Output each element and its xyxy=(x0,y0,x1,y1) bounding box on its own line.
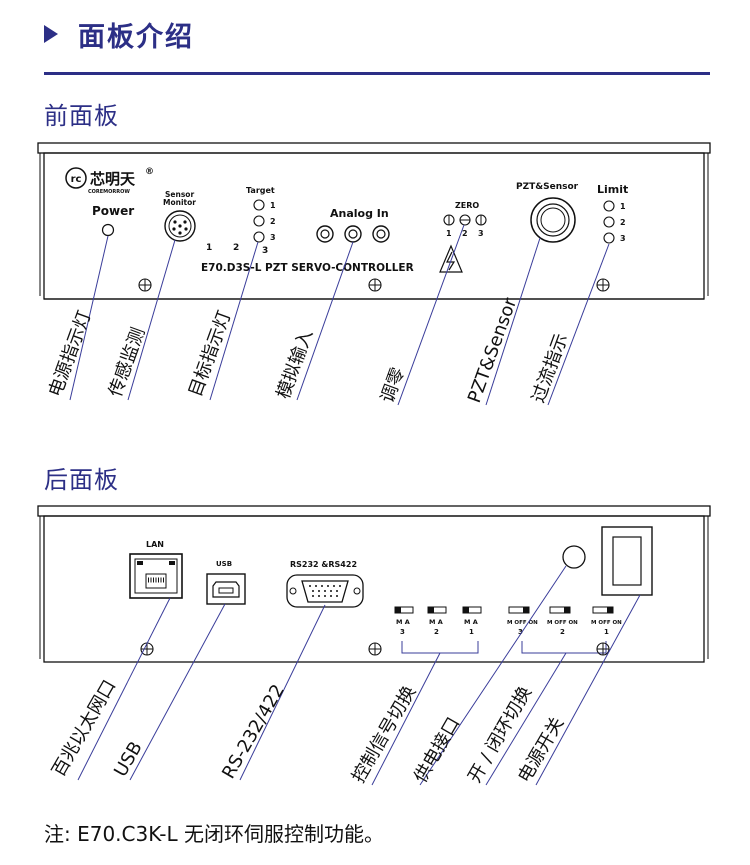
front-screws xyxy=(138,278,610,292)
logo-name: 芯明天 xyxy=(90,170,136,188)
reg-mark: ® xyxy=(145,167,154,177)
callout-power-led: 电源指示灯 xyxy=(45,308,96,400)
zero-num-3: 3 xyxy=(478,229,484,238)
model-label: E70.D3S-L PZT SERVO-CONTROLLER xyxy=(201,262,414,274)
front-panel-title: 前面板 xyxy=(44,102,119,130)
callout-power-in: 供电接口 xyxy=(410,714,464,787)
limit-label: Limit xyxy=(597,183,628,196)
rs232-port xyxy=(286,574,364,608)
limit-led-2 xyxy=(603,216,615,228)
limit-num-1: 1 xyxy=(620,202,626,211)
callout-analog-in: 模拟输入 xyxy=(273,327,317,402)
front-callout-lines xyxy=(69,224,610,406)
ma-switches xyxy=(394,606,482,614)
offon-label-3: M OFF ON xyxy=(507,620,538,626)
callout-zero: 调零 xyxy=(377,365,409,406)
warning-triangle-icon xyxy=(439,244,463,273)
sensor-label-2: Monitor xyxy=(163,198,196,207)
bottom-num-3: 3 xyxy=(262,246,268,256)
triangle-bullet-icon xyxy=(44,25,58,43)
offon-label-2: M OFF ON xyxy=(547,620,578,626)
front-panel: rc 芯明天 ® COREMORROW Power Sensor Monitor… xyxy=(37,142,711,300)
section-title: 面板介绍 xyxy=(78,21,194,53)
ma-bracket xyxy=(401,641,479,654)
offon-switches xyxy=(508,606,614,614)
zero-num-2: 2 xyxy=(462,229,468,238)
power-connector xyxy=(562,545,586,569)
ma-num-2: 2 xyxy=(434,628,439,636)
zero-num-1: 1 xyxy=(446,229,452,238)
target-led-1 xyxy=(253,199,265,211)
power-switch xyxy=(601,526,653,596)
ma-num-3: 3 xyxy=(400,628,405,636)
zero-pots xyxy=(443,214,487,226)
callout-rs: RS-232/422 xyxy=(218,681,289,783)
rs-label: RS232 &RS422 xyxy=(290,560,357,569)
lan-label: LAN xyxy=(146,540,164,549)
target-led-3 xyxy=(253,231,265,243)
bottom-num-2: 2 xyxy=(233,243,239,253)
pzt-sensor-label: PZT&Sensor xyxy=(516,182,579,192)
ma-label-2: M A xyxy=(429,618,443,626)
ma-label-1: M A xyxy=(464,618,478,626)
logo-sub: COREMORROW xyxy=(88,189,130,195)
power-led xyxy=(101,223,115,237)
target-num-1: 1 xyxy=(270,201,276,210)
bottom-num-1: 1 xyxy=(206,243,212,253)
target-num-2: 2 xyxy=(270,217,276,226)
callout-target-led: 目标指示灯 xyxy=(185,308,236,400)
section-header: 面板介绍 xyxy=(44,14,194,54)
brand-logo: rc 芯明天 ® COREMORROW xyxy=(65,167,154,195)
analog-in-connectors xyxy=(316,225,390,243)
limit-led-3 xyxy=(603,232,615,244)
zero-label: ZERO xyxy=(455,201,479,210)
offon-label-1: M OFF ON xyxy=(591,620,622,626)
target-label: Target xyxy=(246,186,275,195)
target-led-2 xyxy=(253,215,265,227)
pzt-sensor-connector xyxy=(530,197,576,243)
header-rule xyxy=(44,72,710,75)
ma-num-1: 1 xyxy=(469,628,474,636)
limit-led-1 xyxy=(603,200,615,212)
sensor-monitor-connector xyxy=(164,210,196,242)
lan-port xyxy=(129,553,183,599)
power-label: Power xyxy=(92,204,134,218)
analog-label: Analog In xyxy=(330,207,389,220)
usb-port xyxy=(206,573,246,605)
limit-num-3: 3 xyxy=(620,234,626,243)
ma-label-3: M A xyxy=(396,618,410,626)
limit-num-2: 2 xyxy=(620,218,626,227)
rear-panel: LAN USB RS232 &RS422 xyxy=(37,505,711,663)
offon-num-1: 1 xyxy=(604,628,609,636)
rear-callout-lines xyxy=(77,565,641,786)
offon-num-3: 3 xyxy=(518,628,523,636)
footnote: 注: E70.C3K-L 无闭环伺服控制功能。 xyxy=(44,822,384,846)
callout-sensor-monitor: 传感监测 xyxy=(105,325,149,400)
callout-lan: 百兆以太网口 xyxy=(48,676,120,780)
callout-pzt-sensor: PZT&Sensor xyxy=(464,295,522,406)
rear-panel-title: 后面板 xyxy=(44,466,119,494)
callout-control-signal: 控制信号切换 xyxy=(348,682,420,786)
callout-limit: 过流指示 xyxy=(528,331,572,406)
offon-num-2: 2 xyxy=(560,628,565,636)
offon-bracket xyxy=(521,641,607,654)
svg-text:rc: rc xyxy=(71,174,82,185)
usb-label: USB xyxy=(216,560,232,568)
target-num-3: 3 xyxy=(270,233,276,242)
sensor-label-1: Sensor xyxy=(165,190,194,199)
